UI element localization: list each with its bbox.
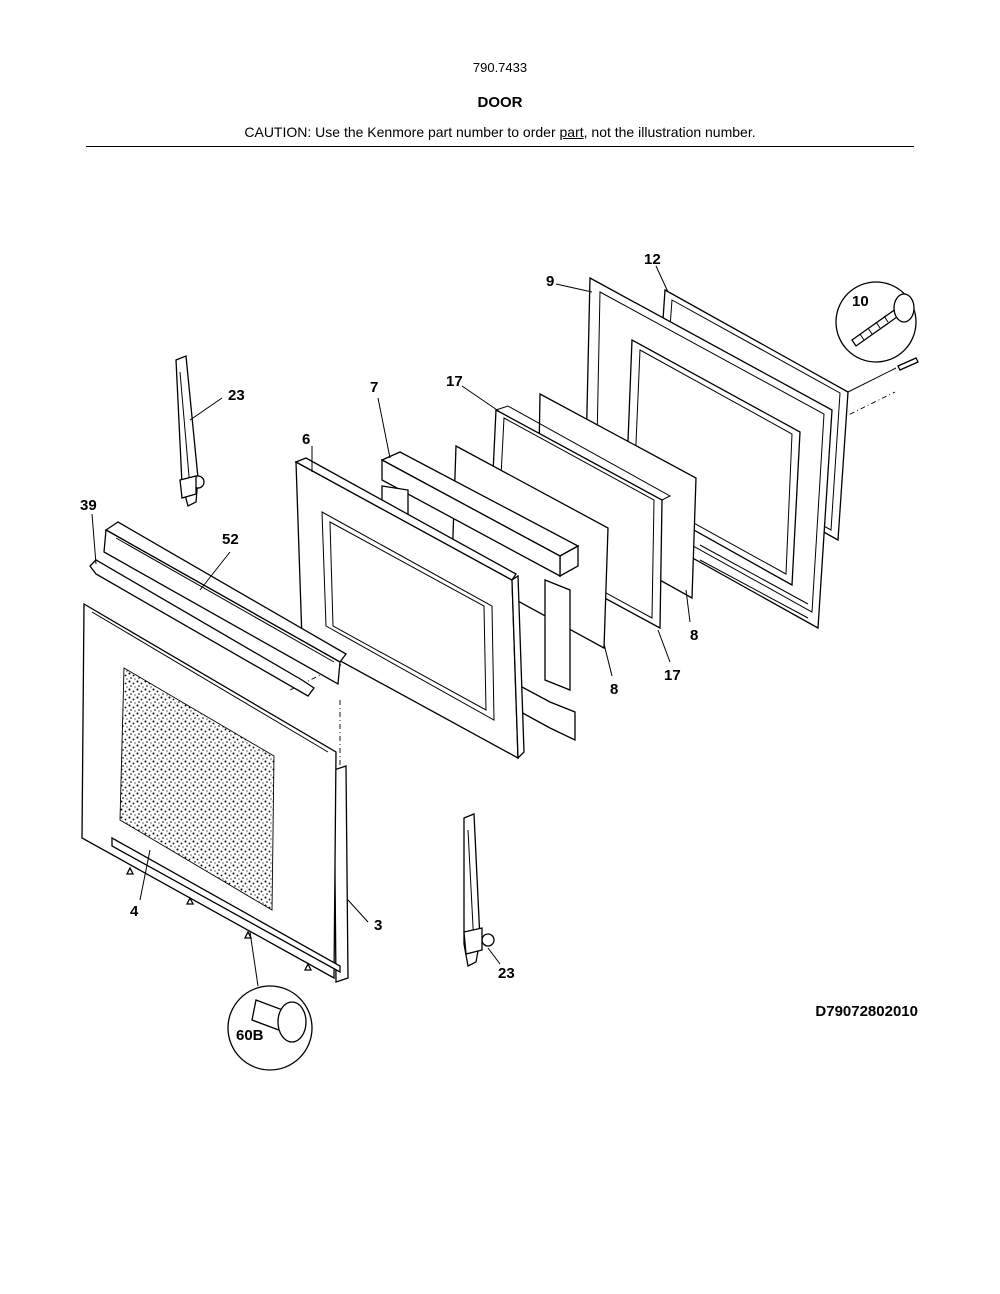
caution-part-link: part — [559, 124, 584, 140]
callout-23-lower: 23 — [498, 965, 515, 982]
section-title: DOOR — [477, 94, 523, 111]
part-4-outer-door-panel — [81, 602, 341, 980]
callout-17-lower: 17 — [664, 667, 681, 684]
screw-10-detail — [835, 281, 919, 393]
callout-4: 4 — [130, 903, 139, 920]
callout-7: 7 — [370, 379, 378, 396]
part-52-handle — [103, 521, 347, 686]
callout-17-upper: 17 — [446, 373, 463, 390]
callout-10: 10 — [852, 293, 869, 310]
callout-39: 39 — [80, 497, 97, 514]
callout-6: 6 — [302, 431, 310, 448]
header-divider — [86, 146, 914, 147]
callout-8-right: 8 — [690, 627, 698, 644]
part-3-side-trim — [333, 765, 349, 983]
drawing-code: D79072802010 — [815, 1003, 918, 1020]
caution-text-end: , not the illustration number. — [583, 124, 756, 140]
callout-3: 3 — [374, 917, 382, 934]
callout-60b: 60B — [236, 1027, 264, 1044]
part-6-inner-panel — [294, 457, 525, 760]
screw-markers — [125, 866, 313, 971]
callout-9: 9 — [546, 273, 554, 290]
callout-52: 52 — [222, 531, 239, 548]
caution-text: CAUTION: Use the Kenmore part number to … — [0, 124, 1000, 140]
screw-60b-detail — [227, 931, 313, 1071]
part-23-hinge-upper — [175, 355, 205, 507]
caution-text-start: CAUTION: Use the Kenmore part number to … — [244, 124, 560, 140]
callout-23-upper: 23 — [228, 387, 245, 404]
callout-8-left: 8 — [610, 681, 618, 698]
callout-leaders — [91, 265, 691, 965]
part-23-hinge-lower — [463, 813, 495, 967]
model-number: 790.7433 — [472, 60, 528, 75]
callout-12: 12 — [644, 251, 661, 268]
